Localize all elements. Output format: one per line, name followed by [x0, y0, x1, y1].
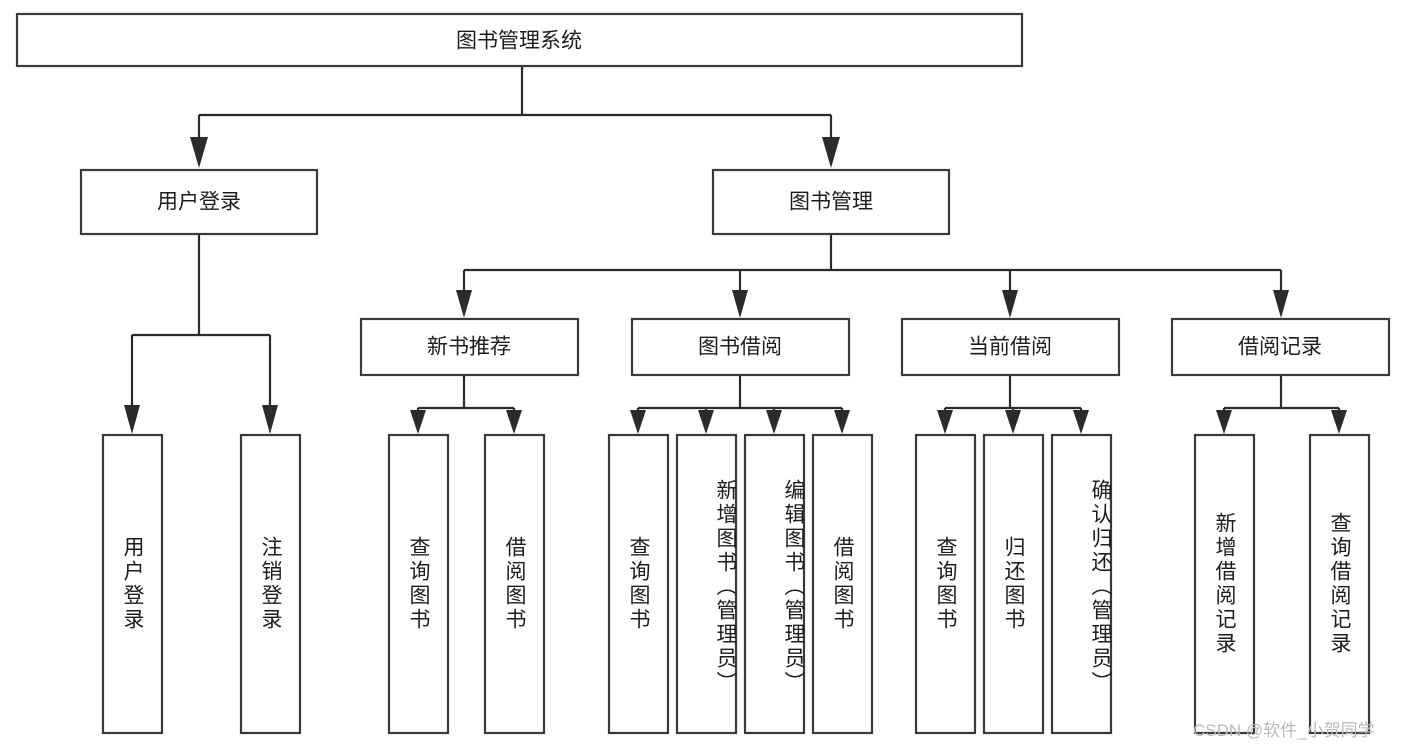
arrow-leaf2 — [262, 405, 278, 434]
node-leaf-11[interactable] — [1050, 433, 1113, 735]
arrow-leaf8 — [834, 410, 850, 434]
arrow-leaf5 — [630, 410, 646, 434]
node-root[interactable] — [15, 12, 1024, 68]
node-leaf-9[interactable] — [914, 433, 977, 735]
node-borrow-record[interactable] — [1170, 317, 1391, 377]
arrow-leaf4 — [506, 410, 522, 434]
node-leaf-1[interactable] — [101, 433, 164, 735]
edge-root-to-level1 — [190, 66, 840, 168]
edge-currentborrow-to-leaves — [937, 375, 1089, 434]
edge-bookborrow-to-leaves — [630, 375, 850, 434]
edge-borrowrecord-to-leaves — [1216, 375, 1347, 434]
arrow-newbook — [456, 290, 472, 318]
node-borrow-record-label: 借阅记录 — [1238, 336, 1322, 359]
node-root-label: 图书管理系统 — [456, 30, 582, 53]
edge-newbook-to-leaves — [410, 375, 522, 434]
watermark-text: CSDN @软件_小贺同学 — [1193, 721, 1375, 740]
node-leaf-2[interactable] — [239, 433, 302, 735]
arrow-leaf7 — [766, 410, 782, 434]
node-leaf-5[interactable] — [607, 433, 670, 735]
arrow-bookborrow — [732, 290, 748, 318]
node-leaf-4[interactable] — [483, 433, 546, 735]
arrow-leaf6 — [698, 410, 714, 434]
node-current-borrow-label: 当前借阅 — [968, 336, 1052, 359]
node-leaf-3[interactable] — [387, 433, 450, 735]
node-leaf-6[interactable] — [675, 433, 738, 735]
node-user-login[interactable] — [79, 168, 319, 236]
node-book-borrow[interactable] — [630, 317, 851, 377]
node-book-borrow-label: 图书借阅 — [698, 336, 782, 359]
node-current-borrow[interactable] — [900, 317, 1121, 377]
arrow-leaf3 — [410, 410, 426, 434]
arrow-leaf10 — [1005, 410, 1021, 434]
arrow-leaf12 — [1216, 410, 1232, 434]
node-book-manage-label: 图书管理 — [789, 191, 873, 214]
edge-bookmanage-to-level2 — [456, 234, 1289, 318]
node-leaf-10[interactable] — [982, 433, 1045, 735]
node-leaf-8[interactable] — [811, 433, 874, 735]
node-leaf-12[interactable] — [1193, 433, 1256, 735]
arrow-currentborrow — [1002, 290, 1018, 318]
node-leaf-7[interactable] — [743, 433, 806, 735]
edge-userlogin-to-leaves — [124, 234, 278, 434]
node-new-book-rec-label: 新书推荐 — [427, 336, 511, 359]
node-book-manage[interactable] — [711, 168, 951, 236]
arrow-leaf13 — [1331, 410, 1347, 434]
arrow-borrowrecord — [1273, 290, 1289, 318]
arrow-leaf11 — [1073, 410, 1089, 434]
arrow-book-manage — [822, 137, 840, 168]
node-leaf-13[interactable] — [1308, 433, 1371, 735]
node-user-login-label: 用户登录 — [157, 191, 241, 214]
arrow-leaf1 — [124, 405, 140, 434]
node-new-book-rec[interactable] — [359, 317, 580, 377]
arrow-leaf9 — [937, 410, 953, 434]
arrow-user-login — [190, 137, 208, 168]
